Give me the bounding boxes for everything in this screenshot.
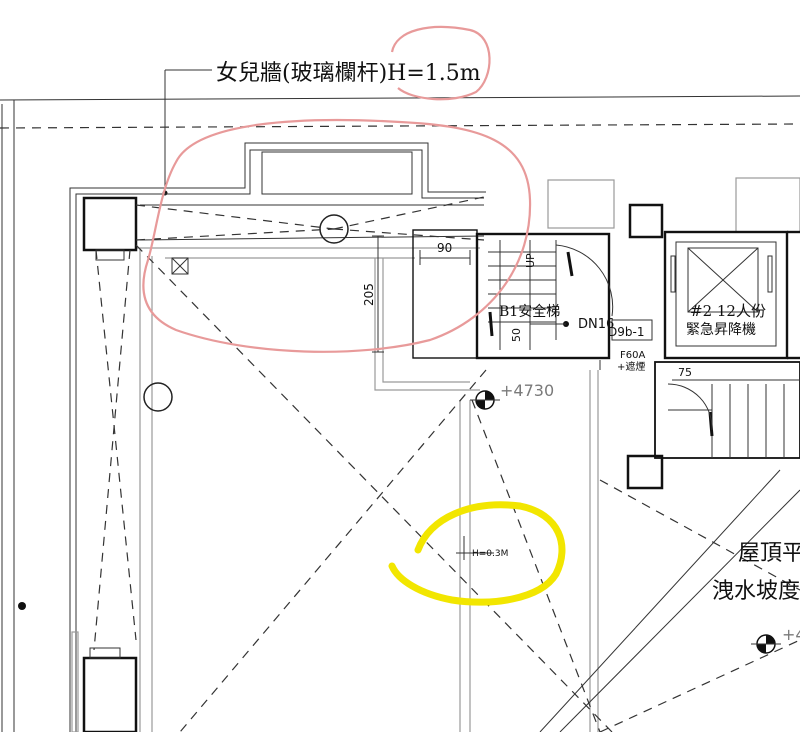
smoke-label: +遮煙 [617,360,645,373]
dim-205: 205 [362,283,376,306]
dim-50: 50 [510,328,523,342]
roof-drains [18,214,349,610]
curb-height: H=0.3M [472,549,508,559]
drain-label: DN16 [578,317,614,332]
boundary-lines [0,95,800,732]
safety-stair-label: B1安全梯 [499,303,560,320]
slope-label: 洩水坡度 [712,579,800,604]
red-markup-cloud [142,25,532,353]
safety-stair [372,229,653,370]
elevation-partial: +4 [782,625,800,644]
yellow-markup-cloud [388,501,566,606]
curb-leader [456,536,494,560]
fire-rating: F60A [620,350,645,361]
elevation-marker-1 [470,390,500,410]
roof-label: 屋頂平 [738,541,800,566]
parapet-note: 女兒牆(玻璃欄杆)H=1.5m [216,61,481,86]
lift-note: 緊急昇降機 [686,322,756,338]
elevator-label: #2 12人份 [690,302,766,320]
lower-stair [654,361,800,459]
dim-75: 75 [678,366,692,379]
door-tag: D9b-1 [608,325,644,339]
stair-up: UP [524,253,537,268]
elevator-shaft [663,230,800,360]
columns [82,196,664,732]
roof-outline [69,142,800,732]
dim-90: 90 [437,241,452,255]
elevation-label: +4730 [500,381,554,400]
elevation-marker-2 [751,634,781,654]
slope-lines [93,196,800,732]
